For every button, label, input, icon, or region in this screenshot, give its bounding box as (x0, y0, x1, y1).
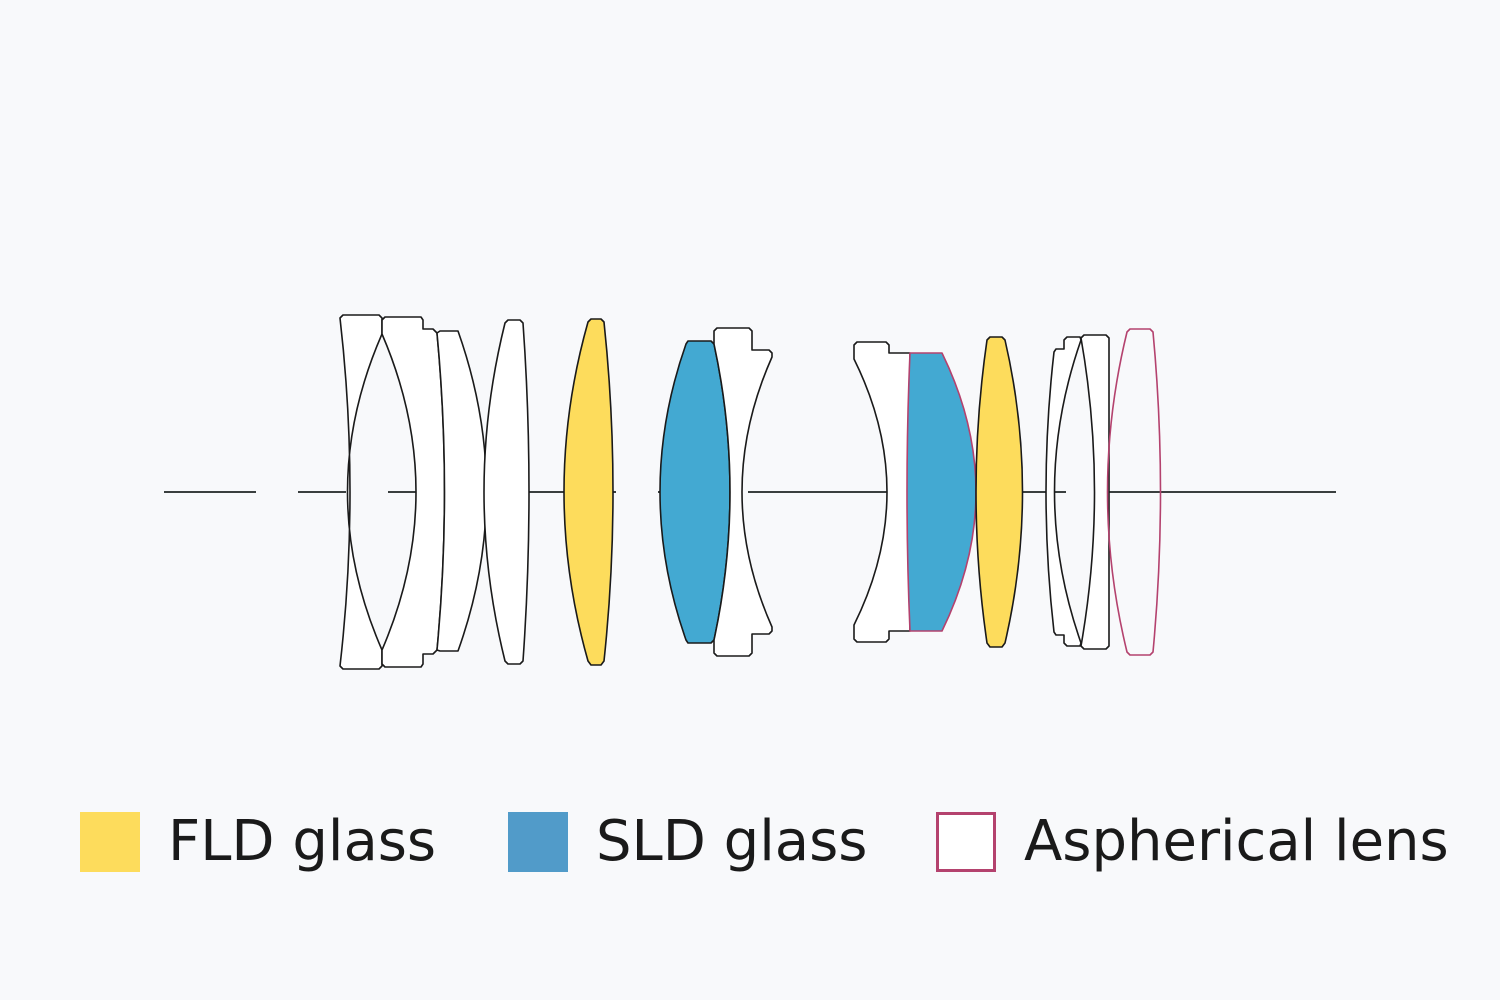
lens-element-4 (483, 319, 530, 665)
lens-element-3 (436, 330, 488, 652)
lens-element-9-sld-aspherical (906, 352, 977, 632)
lens-element-10-fld (975, 336, 1024, 648)
fld-glass-swatch (80, 812, 140, 872)
lens-element-1 (339, 314, 383, 670)
lens-element-12 (1080, 334, 1110, 650)
lens-element-7 (713, 327, 773, 657)
legend-label-fld: FLD glass (168, 809, 437, 874)
lens-element-6-sld (659, 340, 731, 644)
aspherical-lens-swatch (936, 812, 996, 872)
legend-item-sld: SLD glass (508, 808, 867, 876)
legend-label-sld: SLD glass (596, 809, 868, 874)
legend-label-aspherical: Aspherical lens (1024, 809, 1449, 874)
lens-construction-diagram (164, 314, 1336, 670)
legend-item-fld: FLD glass (80, 808, 436, 876)
lens-element-13-aspherical (1106, 328, 1162, 656)
legend: FLD glass SLD glass Aspherical lens (0, 808, 1500, 876)
legend-item-aspherical: Aspherical lens (936, 808, 1449, 876)
sld-glass-swatch (508, 812, 568, 872)
lens-element-5-fld (563, 318, 614, 666)
